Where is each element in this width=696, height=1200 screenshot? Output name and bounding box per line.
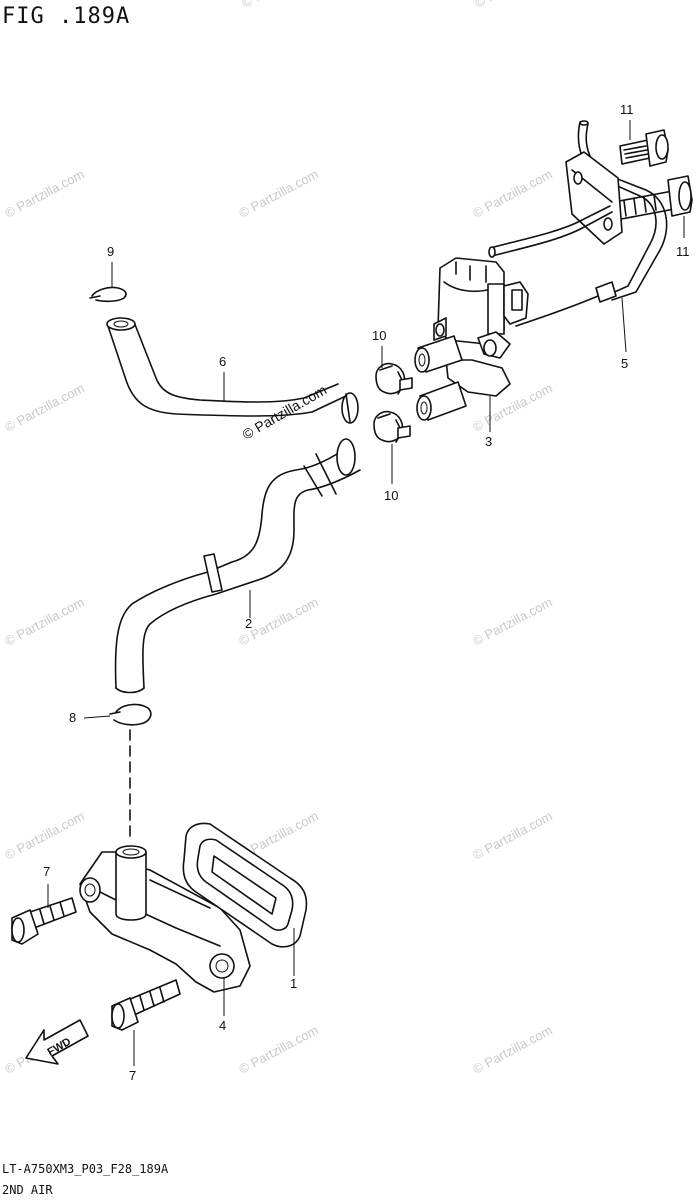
watermark: © Partzilla.com: [2, 166, 86, 220]
part-11-bolt-upper: [619, 129, 669, 167]
watermark: © Partzilla.com: [2, 594, 86, 648]
watermark: © Partzilla.com: [236, 166, 320, 220]
watermark: © Partzilla.com: [2, 380, 86, 434]
part-2-hose: [114, 438, 361, 694]
part-10-clip-lower: [373, 410, 411, 443]
leader-lines: [47, 120, 685, 1066]
figure-title: FIG .189A: [2, 4, 131, 29]
watermark: © Partzilla.com: [470, 166, 554, 220]
callout-2: 2: [245, 616, 252, 631]
callout-4: 4: [219, 1018, 226, 1033]
part-5-pipe: [488, 120, 668, 327]
watermark: © Partzilla.com: [470, 1022, 554, 1076]
callout-7-left: 7: [43, 864, 50, 879]
callout-9: 9: [107, 244, 114, 259]
fwd-arrow-icon: FWD: [25, 1019, 89, 1065]
callout-7-bottom: 7: [129, 1068, 136, 1083]
part-9-clip: [89, 286, 127, 303]
callout-10-upper: 10: [372, 328, 386, 343]
callout-10-lower: 10: [384, 488, 398, 503]
callout-5: 5: [621, 356, 628, 371]
part-3-valve: [414, 257, 529, 421]
section-name: 2ND AIR: [2, 1183, 53, 1197]
part-8-clip: [109, 703, 152, 726]
watermark: © Partzilla.com: [470, 594, 554, 648]
part-7-bolt-bottom: [111, 979, 181, 1031]
callout-1: 1: [290, 976, 297, 991]
callout-3: 3: [485, 434, 492, 449]
part-4-cover: [79, 845, 251, 993]
watermark-main: © Partzilla.com: [240, 382, 330, 443]
part-6-hose: [106, 317, 359, 424]
watermark: © Partzilla.com: [2, 808, 86, 862]
callout-numbers: 1 2 3 4 5 6 7 7 8 9 10 10 11 11: [43, 102, 690, 1083]
callout-11-upper: 11: [620, 102, 634, 117]
part-7-bolt-left: [11, 897, 77, 945]
callout-6: 6: [219, 354, 226, 369]
part-10-clip-upper: [375, 362, 413, 395]
model-code: LT-A750XM3_P03_F28_189A: [2, 1162, 169, 1176]
watermark: © Partzilla.com: [470, 808, 554, 862]
callout-11-lower: 11: [676, 244, 690, 259]
callout-8: 8: [69, 710, 76, 725]
watermark: © Partzilla.com: [472, 0, 556, 11]
watermark: © Partzilla.com: [239, 0, 323, 11]
part-1-gasket: [182, 822, 308, 948]
watermark: © Partzilla.com: [236, 1022, 320, 1076]
